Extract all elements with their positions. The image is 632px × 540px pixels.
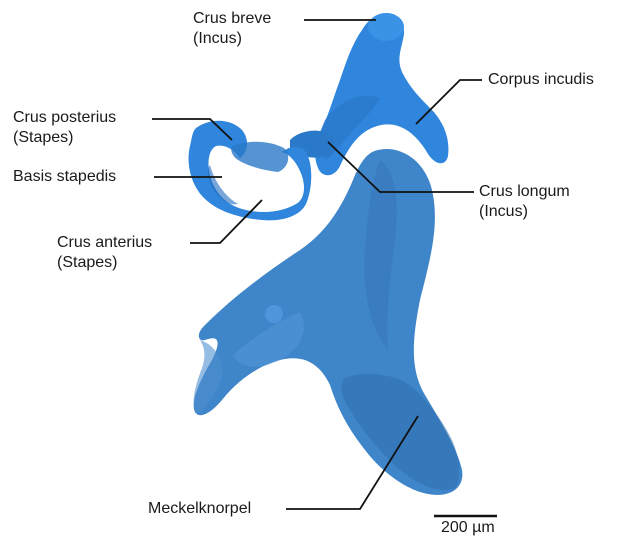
label-crus-breve-line2: (Incus) [193, 29, 271, 49]
label-corpus-incudis-line1: Corpus incudis [488, 70, 594, 90]
label-crus-breve: Crus breve (Incus) [193, 9, 271, 49]
label-corpus-incudis: Corpus incudis [488, 70, 594, 90]
label-crus-anterius-line2: (Stapes) [57, 253, 152, 273]
incus-shape [290, 13, 448, 175]
label-crus-posterius: Crus posterius (Stapes) [13, 108, 116, 148]
stapes-shape [189, 121, 312, 221]
label-crus-longum-line2: (Incus) [479, 202, 570, 222]
label-crus-breve-line1: Crus breve [193, 9, 271, 29]
label-meckelknorpel-line1: Meckelknorpel [148, 499, 251, 519]
meckelknorpel-shape [194, 149, 463, 495]
scale-bar-label: 200 µm [441, 518, 495, 538]
label-meckelknorpel: Meckelknorpel [148, 499, 251, 519]
label-crus-longum: Crus longum (Incus) [479, 182, 570, 222]
label-basis-stapedis: Basis stapedis [13, 167, 116, 187]
scale-bar-label-text: 200 µm [441, 518, 495, 538]
label-basis-stapedis-line1: Basis stapedis [13, 167, 116, 187]
label-crus-posterius-line2: (Stapes) [13, 128, 116, 148]
label-crus-anterius-line1: Crus anterius [57, 233, 152, 253]
label-crus-longum-line1: Crus longum [479, 182, 570, 202]
label-crus-anterius: Crus anterius (Stapes) [57, 233, 152, 273]
label-crus-posterius-line1: Crus posterius [13, 108, 116, 128]
